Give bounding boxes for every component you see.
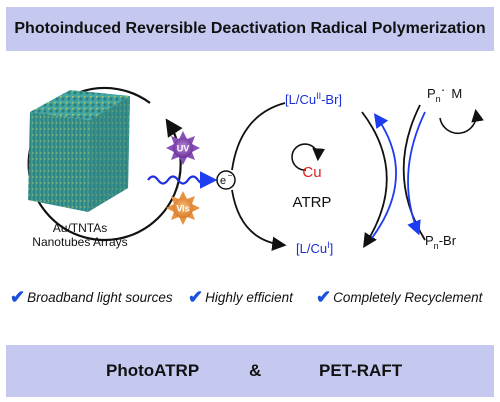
propagation-cycle (439, 108, 484, 134)
feature-item: ✔ Broadband light sources (10, 287, 173, 308)
page-title: Photoinduced Reversible Deactivation Rad… (14, 20, 486, 37)
title-banner: Photoinduced Reversible Deactivation Rad… (6, 7, 494, 51)
light-wave (147, 175, 209, 185)
feature-label: Highly efficient (205, 290, 293, 305)
catalyst-cycle-arrow (27, 86, 183, 242)
feature-list: ✔ Broadband light sources ✔ Highly effic… (10, 287, 495, 309)
check-icon: ✔ (188, 287, 204, 307)
catalyst-label-line1: Au/TNTAs (53, 221, 107, 235)
vis-label: Vis (176, 204, 189, 214)
cu-center-icon: Cu (291, 143, 326, 181)
catalyst-label-line2: Nanotubes Arrays (32, 235, 127, 249)
nanotube-array-image (28, 90, 130, 212)
check-icon: ✔ (10, 287, 26, 307)
redox-arc-bottom (231, 189, 287, 251)
photoatrp-label: PhotoATRP (106, 361, 200, 380)
feature-item: ✔ Highly efficient (188, 287, 293, 308)
pet-raft-label: PET-RAFT (319, 361, 403, 380)
feature-label: Broadband light sources (27, 290, 173, 305)
redox-arc-top (231, 102, 286, 171)
cu-i-species: [L/CuI] (296, 240, 333, 256)
vis-light-icon: Vis (166, 191, 200, 225)
check-icon: ✔ (316, 287, 332, 307)
feature-item: ✔ Completely Recyclement (316, 287, 482, 308)
uv-label: UV (177, 144, 190, 154)
cu-ii-species: [L/CuII-Br] (285, 91, 342, 107)
uv-light-icon: UV (166, 131, 200, 165)
activation-arc-blue (371, 113, 397, 239)
electron-label: e (220, 175, 226, 187)
activation-arc-black (361, 111, 388, 249)
ampersand-label: & (249, 361, 262, 380)
dormant-species: Pn-Br (425, 233, 457, 251)
electron-node: e − (216, 170, 236, 190)
mechanism-diagram: Au/TNTAs Nanotubes Arrays UV Vis e − [L/… (27, 81, 484, 256)
atrp-label: ATRP (293, 194, 332, 211)
radical-species: Pn·M (427, 81, 462, 104)
electron-sup: − (228, 171, 233, 180)
cu-label: Cu (302, 164, 321, 181)
deactivation-arc-blue (407, 111, 426, 236)
feature-label: Completely Recyclement (333, 290, 483, 305)
methods-banner: PhotoATRP & PET-RAFT (6, 345, 494, 397)
